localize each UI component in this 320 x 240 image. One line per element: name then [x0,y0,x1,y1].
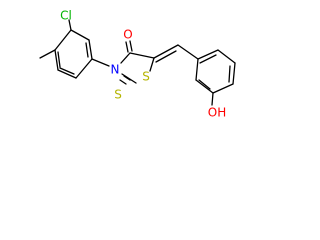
bond [54,29,72,51]
bond [120,52,131,64]
bond [85,42,89,58]
atom-oxygen-carbonyl: O [123,28,132,42]
bond [68,19,72,31]
bond [149,57,155,72]
bond [121,73,137,84]
bond [195,79,214,94]
bond [153,44,179,59]
bond [57,51,61,68]
bond [119,79,127,85]
bond [198,79,211,90]
bond [70,29,90,41]
bond [59,67,75,75]
bond [57,69,77,79]
molecule-structure: Cl O N S S OH [39,9,236,120]
bond [91,58,110,67]
bond [88,39,93,60]
atom-sulfur-thione: S [114,88,122,102]
bond [211,92,214,106]
bond [212,83,234,94]
bond [232,62,236,85]
bond [217,49,236,64]
bond [197,49,219,60]
bond [155,50,177,63]
bond [177,44,199,60]
bond [195,58,199,81]
bond [199,54,217,64]
bond [228,65,231,83]
bond [75,58,93,79]
bond [129,52,155,59]
atom-chlorine: Cl [60,9,72,23]
atom-sulfur-ring: S [142,70,150,84]
atom-nitrogen: N [111,63,120,77]
bond [123,75,131,81]
bond [129,40,133,52]
atom-hydroxyl: OH [208,106,226,120]
bond [39,49,56,59]
bonds [39,19,236,106]
bond [125,41,129,53]
atom-labels: Cl O N S S OH [60,9,226,120]
bond [54,49,59,71]
